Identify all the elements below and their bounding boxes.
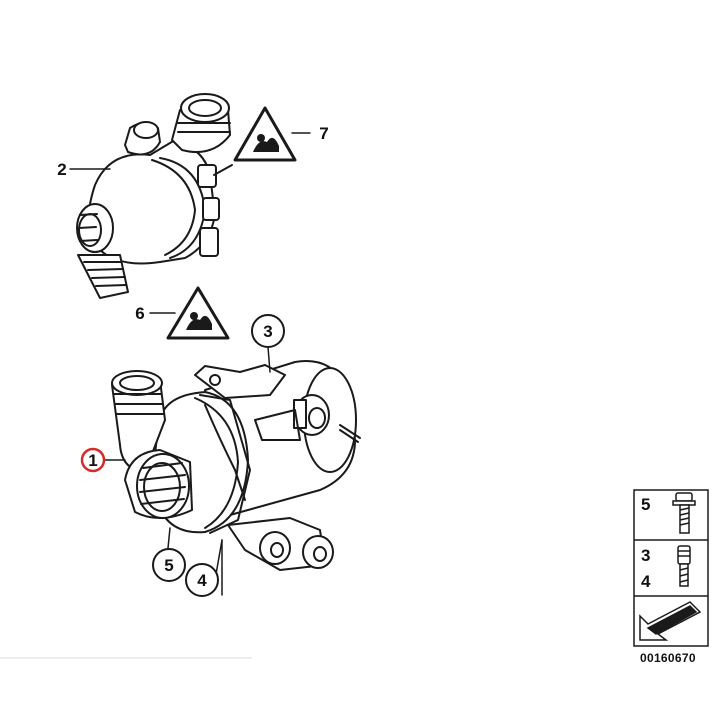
callout-label: 5 <box>164 556 173 575</box>
callout-label: 7 <box>319 124 328 143</box>
callout-7[interactable]: 7 <box>319 124 328 143</box>
bolt-icon <box>672 492 696 534</box>
callout-6[interactable]: 6 <box>135 304 144 323</box>
callout-3[interactable]: 3 <box>251 314 285 348</box>
callout-4[interactable]: 4 <box>185 563 219 597</box>
electric-water-pump <box>111 360 361 571</box>
hardware-legend: 5 3 4 <box>633 489 709 647</box>
callout-label: 4 <box>197 571 207 590</box>
callout-label: 2 <box>57 160 66 179</box>
upper-pump-housing <box>76 93 233 299</box>
legend-label: 5 <box>641 495 650 514</box>
callout-label: 1 <box>88 451 97 470</box>
stud-icon <box>677 545 691 587</box>
warning-triangle-icon <box>233 106 297 162</box>
arrow-icon <box>639 601 702 641</box>
callout-5[interactable]: 5 <box>152 548 186 582</box>
warning-triangle-icon <box>166 286 230 340</box>
legend-label: 3 <box>641 546 650 565</box>
leader-lines <box>69 132 311 596</box>
callout-label: 6 <box>135 304 144 323</box>
legend-label: 4 <box>641 572 651 591</box>
callout-2[interactable]: 2 <box>57 160 66 179</box>
callout-1[interactable]: 1 <box>80 447 106 473</box>
diagram-part-number: 00160670 <box>640 651 696 665</box>
callout-label: 3 <box>263 322 272 341</box>
